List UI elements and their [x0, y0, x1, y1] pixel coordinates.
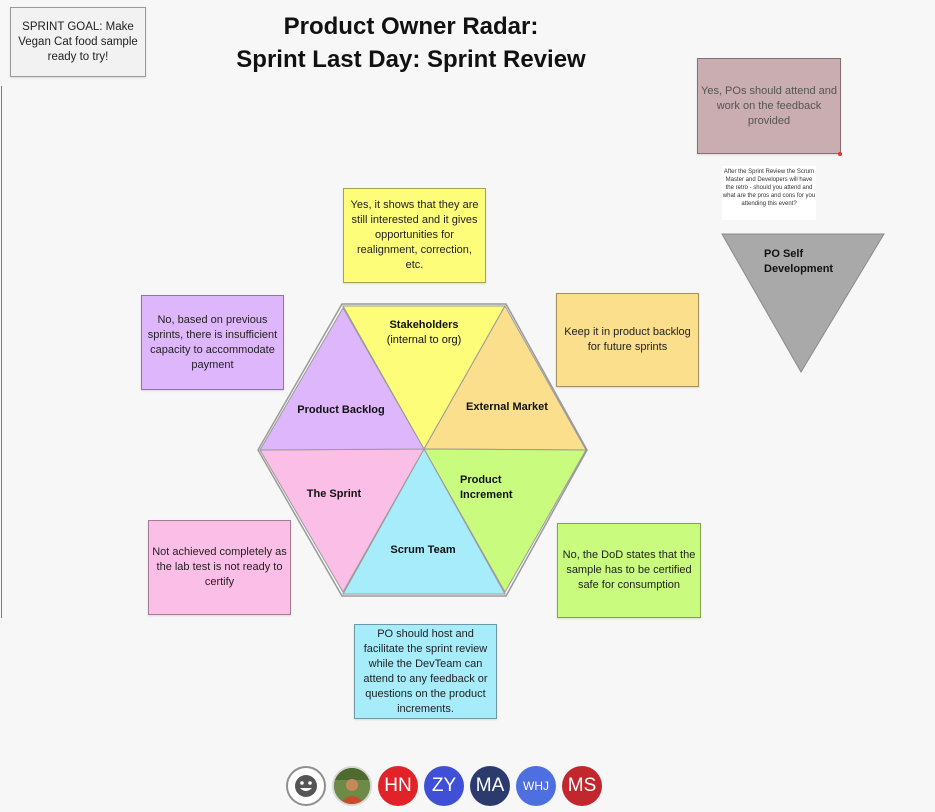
sprint-goal-text: SPRINT GOAL: Make Vegan Cat food sample … [18, 20, 138, 63]
smiley-icon [295, 775, 317, 797]
scrum-team-note[interactable]: PO should host and facilitate the sprint… [354, 624, 497, 719]
product-backlog-label: Product Backlog [297, 404, 385, 416]
sprint-goal-note[interactable]: SPRINT GOAL: Make Vegan Cat food sample … [10, 7, 146, 77]
avatar-whj[interactable]: WHJ [516, 766, 556, 806]
external-market-note[interactable]: Keep it in product backlog for future sp… [556, 293, 699, 387]
product-backlog-note[interactable]: No, based on previous sprints, there is … [141, 295, 284, 390]
scrum-team-label: Scrum Team [390, 544, 456, 556]
avatar-ms[interactable]: MS [562, 766, 602, 806]
avatar-photo[interactable] [332, 766, 372, 806]
radar-hexagon [257, 303, 588, 597]
photo-avatar [334, 768, 370, 804]
the-sprint-note[interactable]: Not achieved completely as the lab test … [148, 520, 291, 615]
product-backlog-segment[interactable] [259, 307, 425, 451]
product-increment-note[interactable]: No, the DoD states that the sample has t… [557, 523, 701, 618]
product-increment-label: Product Increment [460, 474, 513, 501]
po-self-development-label: PO Self Development [764, 248, 834, 275]
avatar-ma[interactable]: MA [470, 766, 510, 806]
stakeholders-sublabel: (internal to org) [386, 334, 462, 346]
board-title: Product Owner Radar: Sprint Last Day: Sp… [211, 10, 611, 76]
the-sprint-label: The Sprint [306, 488, 362, 500]
title-line-1: Product Owner Radar: [283, 13, 539, 40]
external-market-label: External Market [466, 401, 548, 413]
selection-handle[interactable] [838, 152, 842, 156]
po-attend-note[interactable]: Yes, POs should attend and work on the f… [697, 58, 841, 154]
po-self-development-triangle[interactable] [720, 232, 886, 376]
stakeholders-label: Stakeholders (internal to org) [386, 319, 462, 346]
avatar-hn[interactable]: HN [378, 766, 418, 806]
stakeholders-note[interactable]: Yes, it shows that they are still intere… [343, 188, 486, 283]
avatar-zy[interactable]: ZY [424, 766, 464, 806]
reaction-smiley-button[interactable] [286, 766, 326, 806]
retro-question-note[interactable]: After the Sprint Review the Scrum Master… [722, 166, 816, 220]
title-line-2: Sprint Last Day: Sprint Review [236, 46, 586, 73]
board-edge-line [1, 86, 2, 618]
